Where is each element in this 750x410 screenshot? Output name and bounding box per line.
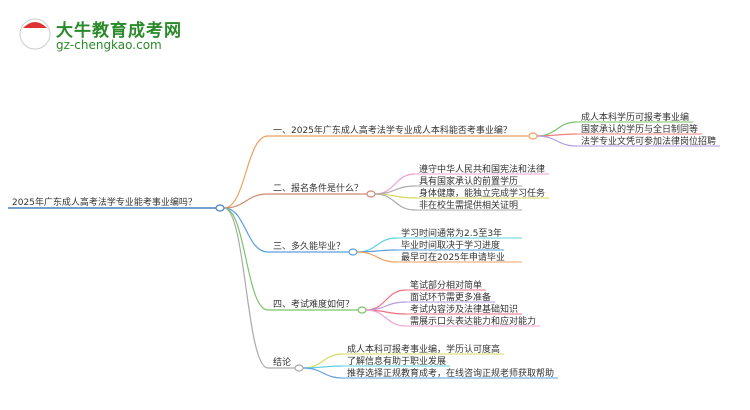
brand-logo-icon — [19, 18, 51, 50]
child-connector — [365, 309, 407, 327]
child-node-label[interactable]: 法学专业文凭可参加法律岗位招聘 — [581, 135, 716, 147]
brand-title: 大牛教育成考网 — [56, 21, 182, 41]
collapse-toggle-icon[interactable] — [215, 204, 225, 212]
child-node-label[interactable]: 成人本科学历可报考事业编 — [581, 111, 689, 123]
child-node-label[interactable]: 具有国家承认的前置学历 — [419, 175, 518, 187]
child-node-label[interactable]: 毕业时间取决于学习进度 — [401, 239, 500, 251]
branch-connector — [223, 207, 269, 311]
branch-connector — [223, 135, 269, 209]
collapse-toggle-icon[interactable] — [528, 132, 538, 140]
branch-node-label[interactable]: 结论 — [273, 356, 291, 368]
child-node-label[interactable]: 推荐选择正规教育成考，在线咨询正规老师获取帮助 — [347, 367, 554, 379]
child-node-label[interactable]: 需展示口头表达能力和应对能力 — [410, 315, 536, 327]
child-node-label[interactable]: 最早可在2025年申请毕业 — [401, 251, 505, 263]
collapse-toggle-icon[interactable] — [294, 364, 304, 372]
child-node-label[interactable]: 遵守中华人民共和国宪法和法律 — [419, 163, 545, 175]
branch-connector — [223, 193, 269, 209]
child-node-label[interactable]: 学习时间通常为2.5至3年 — [401, 227, 502, 239]
child-node-label[interactable]: 笔试部分相对简单 — [410, 279, 482, 291]
branch-node-label[interactable]: 四、考试难度如何？ — [273, 298, 354, 310]
child-connector — [302, 367, 344, 379]
child-node-label[interactable]: 考试内容涉及法律基础知识 — [410, 303, 518, 315]
child-connector — [365, 289, 407, 311]
branch-connector — [223, 207, 269, 253]
child-node-label[interactable]: 了解信息有助于职业发展 — [347, 355, 446, 367]
collapse-toggle-icon[interactable] — [348, 248, 358, 256]
child-node-label[interactable]: 成人本科可报考事业编，学历认可度高 — [347, 343, 500, 355]
branch-node-label[interactable]: 二、报名条件是什么？ — [273, 182, 363, 194]
collapse-toggle-icon[interactable] — [366, 190, 376, 198]
child-connector — [374, 173, 416, 195]
branch-node-label[interactable]: 三、多久能毕业？ — [273, 240, 345, 252]
child-node-label[interactable]: 身体健康，能独立完成学习任务 — [419, 187, 545, 199]
brand-logo[interactable]: 大牛教育成考网 gz-chengkao.com — [18, 14, 208, 54]
brand-url: gz-chengkao.com — [56, 38, 162, 52]
child-connector — [356, 251, 398, 263]
child-connector — [374, 193, 416, 211]
branch-node-label[interactable]: 一、2025年广东成人高考法学专业成人本科能否考事业编？ — [273, 124, 512, 136]
child-node-label[interactable]: 非在校生需提供相关证明 — [419, 199, 518, 211]
root-node-label[interactable]: 2025年广东成人高考法学专业能考事业编吗？ — [12, 196, 197, 208]
collapse-toggle-icon[interactable] — [357, 306, 367, 314]
child-node-label[interactable]: 国家承认的学历与全日制同等 — [581, 123, 698, 135]
child-node-label[interactable]: 面试环节需更多准备 — [410, 291, 491, 303]
branch-connector — [223, 207, 269, 369]
child-connector — [536, 135, 578, 147]
